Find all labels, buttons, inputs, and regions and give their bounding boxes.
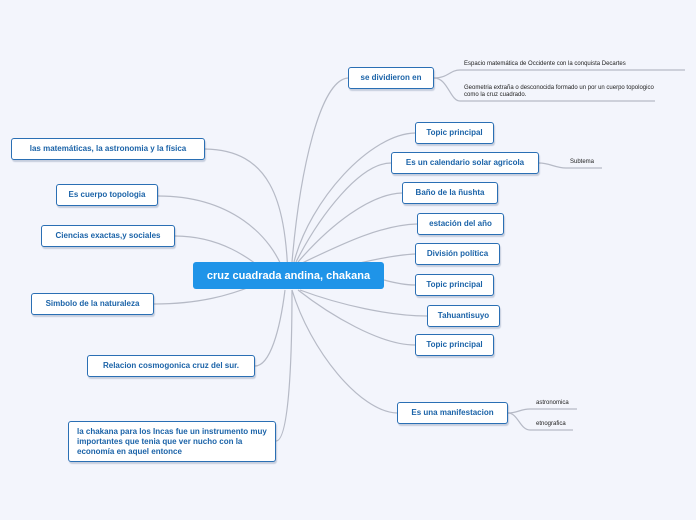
topic-calendario-solar-agricola[interactable]: Es un calendario solar agricola [391, 152, 539, 174]
connector [507, 412, 531, 431]
connector [299, 223, 418, 265]
topic-ciencias-exactas-sociales[interactable]: Ciencias exactas,y sociales [41, 225, 175, 247]
subtopic-astronomica[interactable]: astronomica [536, 400, 569, 406]
connector [383, 279, 416, 286]
connector [433, 69, 461, 79]
topic-cuerpo-topologia[interactable]: Es cuerpo topologia [56, 184, 158, 206]
subtopic-subtema[interactable]: Subtema [570, 159, 595, 165]
topic-principal-2[interactable]: Topic principal [415, 274, 494, 296]
topic-relacion-cosmogonica[interactable]: Relacion cosmogonica cruz del sur. [87, 355, 255, 377]
topic-estacion-del-ano[interactable]: estación del año [417, 213, 504, 235]
topic-simbolo-naturaleza[interactable]: Simbolo de la naturaleza [31, 293, 154, 315]
topic-principal-1[interactable]: Topic principal [415, 122, 494, 144]
connector [297, 192, 403, 263]
topic-division-politica[interactable]: División política [415, 243, 500, 265]
topic-es-una-manifestacion[interactable]: Es una manifestacion [397, 402, 508, 424]
connector [295, 162, 392, 263]
connector [291, 77, 349, 263]
connector [293, 132, 416, 263]
topic-matematicas-astronomia-fisica[interactable]: las matemáticas, la astronomia y la físi… [11, 138, 205, 160]
connector [204, 148, 289, 276]
topic-bano-de-la-nushta[interactable]: Baño de la ñushta [402, 182, 498, 204]
connector [538, 162, 567, 169]
subtopic-espacio-matematica[interactable]: Espacio matemática de Occidente con la c… [464, 61, 626, 67]
connector [507, 408, 531, 414]
connector [157, 195, 286, 276]
topic-principal-3[interactable]: Topic principal [415, 334, 494, 356]
connector [433, 77, 461, 102]
topic-se-dividieron-en[interactable]: se dividieron en [348, 67, 434, 89]
connector [297, 289, 416, 346]
subtopic-geometria-extrana[interactable]: Geometria extraña o desconocida formado … [464, 85, 654, 98]
connector [291, 289, 398, 414]
topic-tahuantisuyo[interactable]: Tahuantisuyo [427, 305, 500, 327]
connector [275, 289, 293, 442]
central-topic[interactable]: cruz cuadrada andina, chakana [193, 262, 384, 289]
connector [254, 289, 286, 367]
topic-chakana-incas[interactable]: la chakana para los Incas fue un instrum… [68, 421, 276, 462]
subtopic-etnografica[interactable]: etnografica [536, 421, 566, 427]
connector [299, 289, 428, 317]
